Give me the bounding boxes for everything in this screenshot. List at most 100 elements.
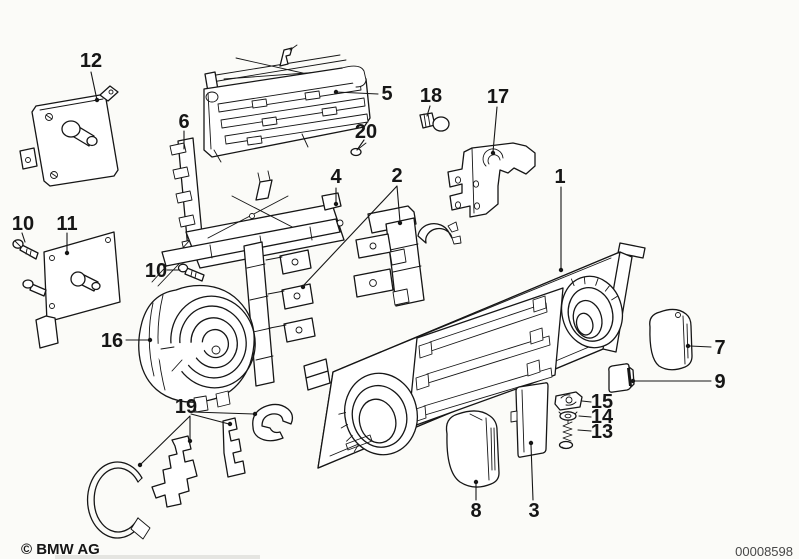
callout-17: 17: [487, 86, 509, 108]
leader-5: [335, 91, 379, 95]
callout-7: 7: [714, 337, 725, 359]
foot: [35, 315, 59, 349]
dot-17: [490, 150, 496, 156]
slot: [220, 97, 366, 129]
callout-3: 3: [528, 500, 539, 522]
hole: [49, 255, 55, 261]
edge-line: [521, 389, 525, 453]
glass: [432, 116, 450, 132]
shaft-cap: [86, 135, 98, 147]
knob-body: [445, 410, 500, 488]
callout-20: 20: [355, 121, 377, 143]
tabs: [265, 256, 287, 329]
c-ring-inner: [93, 467, 139, 533]
leader-3: [530, 444, 534, 501]
leader-19: [140, 411, 255, 465]
end-bracket: [321, 192, 342, 211]
half-moon-cutout: [482, 148, 504, 167]
tabs: [389, 248, 410, 306]
callout-2: 2: [391, 165, 402, 187]
side-screw-head: [22, 279, 34, 289]
hole: [49, 303, 55, 309]
hub: [211, 345, 221, 355]
half-moon-inner: [487, 154, 501, 165]
part-20-pin: [350, 142, 367, 157]
part-15-clip: [554, 391, 583, 411]
leader-lines: [21, 71, 712, 501]
mount-ear: [99, 85, 119, 102]
bottom-tabs: [193, 390, 231, 413]
dark-stripe: [627, 368, 632, 386]
zigzag-strip: [151, 435, 198, 508]
shaft: [184, 267, 205, 282]
prongs: [257, 170, 271, 183]
callout-6: 6: [178, 111, 189, 133]
part-19-spring-set: [86, 403, 294, 540]
screw-slot: [50, 172, 58, 178]
spring: [562, 421, 573, 442]
part-7-knob: [649, 308, 693, 371]
leader-dots: [64, 89, 691, 485]
part-1-faceplate: [303, 242, 646, 469]
contact-band: [417, 223, 453, 244]
dial-ticks: [338, 412, 360, 453]
clip-body: [554, 391, 583, 411]
leader-14: [578, 415, 592, 418]
dot-1: [558, 267, 564, 273]
leader-15: [581, 400, 592, 403]
screw-slot: [45, 114, 53, 120]
hole: [293, 292, 301, 300]
stud-cap: [91, 281, 101, 291]
spiral-steps: [160, 346, 183, 372]
leader-12: [90, 71, 98, 101]
hole: [108, 89, 114, 95]
callout-1: 1: [554, 166, 565, 188]
hole: [473, 202, 481, 210]
washer-teeth: [558, 411, 578, 424]
callout-8: 8: [470, 500, 481, 522]
callout-12: 12: [80, 50, 102, 72]
part-16-rotary-drum: [138, 284, 256, 413]
c-ring-outer: [86, 461, 143, 539]
shaft-base: [61, 120, 81, 138]
end-cap: [205, 91, 219, 103]
blade-terminal: [355, 233, 392, 259]
c-ring-hook: [130, 517, 151, 540]
ring-gap: [152, 342, 213, 382]
dot-16: [147, 337, 153, 343]
body: [31, 94, 119, 187]
dot-12: [94, 97, 100, 103]
callout-11: 11: [56, 213, 77, 235]
washer-inner: [564, 413, 572, 419]
hole: [295, 326, 303, 334]
dot-2a: [397, 220, 403, 226]
stud-base: [70, 271, 86, 287]
part-11-mounting-plate: [22, 231, 121, 349]
callout-14: 14: [591, 406, 614, 428]
side-tab: [510, 410, 518, 423]
face-edge: [485, 417, 490, 481]
part-3-cover: [510, 382, 549, 458]
scan-artifact: [55, 555, 260, 559]
part-10-screw-a: [12, 239, 39, 260]
pin-head: [350, 147, 362, 157]
blade-terminal: [281, 283, 314, 310]
end-line: [207, 92, 212, 150]
blade-terminal: [283, 317, 316, 343]
blade-terminal: [353, 268, 394, 298]
callout-19: 19: [175, 396, 197, 418]
grip-ridge: [686, 323, 689, 359]
c-clip: [252, 403, 294, 442]
dial-core: [575, 312, 594, 336]
hole: [105, 237, 111, 243]
leader-17: [492, 106, 498, 153]
top-edge: [39, 98, 104, 111]
copyright-text: © BMW AG: [21, 541, 100, 558]
callout-labels: 12 5 6 18 20 17 4 2 1 10 11 10 16 7 9 15…: [12, 50, 726, 522]
plate: [447, 142, 536, 218]
grip-ridges: [490, 427, 496, 471]
dot-9: [630, 378, 636, 384]
dial-teeth: [570, 276, 618, 301]
